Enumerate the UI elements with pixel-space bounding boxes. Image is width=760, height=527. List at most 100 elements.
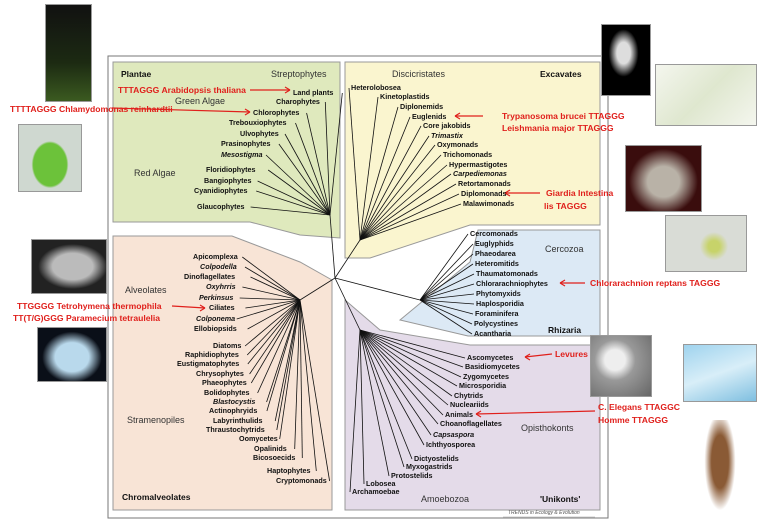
taxon-label: Diatoms: [213, 341, 242, 350]
group-label-cercozoa: Cercozoa: [545, 244, 584, 254]
plantae-stem-branch: [329, 214, 336, 279]
taxon-label: Oxymonads: [437, 140, 479, 149]
taxon-label: Microsporidia: [459, 381, 507, 390]
arrow-head: [284, 86, 291, 91]
taxon-branch: [250, 206, 331, 216]
taxon-branch: [359, 329, 439, 425]
taxon-branch: [359, 329, 444, 416]
taxon-branch: [359, 116, 411, 241]
taxon-branch: [359, 144, 436, 241]
taxon-branch: [359, 329, 462, 378]
taxon-label: Dictyostelids: [414, 454, 459, 463]
chromalveolates-stem-branch: [299, 277, 336, 301]
taxon-label: Choanoflagellates: [440, 419, 502, 428]
taxon-label: Nucleariids: [450, 400, 489, 409]
c-elegans-photo: [683, 344, 757, 402]
taxon-branch: [419, 253, 474, 301]
annotation-arrows: [111, 86, 596, 418]
annotation-arrow: [111, 107, 251, 113]
taxon-branch: [278, 143, 331, 216]
taxon-branch: [359, 173, 452, 241]
group-label-discicristates: Discicristates: [392, 69, 446, 79]
group-label-green_algae: Green Algae: [175, 96, 226, 106]
taxon-label: Chytrids: [454, 391, 484, 400]
taxon-label: Core jakobids: [423, 121, 471, 130]
taxon-branch: [306, 112, 331, 216]
taxon-branch: [359, 125, 422, 241]
annotation-homme: Homme TTAGGG: [598, 415, 669, 425]
taxon-branch: [239, 297, 301, 301]
taxon-branch: [244, 299, 301, 347]
taxon-label: Haptophytes: [267, 466, 311, 475]
arrow-head: [475, 410, 482, 415]
taxon-label: Ellobiopsids: [194, 324, 237, 333]
taxon-branch: [265, 154, 331, 216]
taxon-branch: [246, 299, 301, 356]
taxon-label: Cryptomonads: [276, 476, 327, 485]
taxon-label: Bangiophytes: [204, 176, 252, 185]
taxon-branch: [359, 135, 430, 241]
taxon-branch: [359, 329, 453, 397]
group-label-stramenopiles: Stramenopiles: [127, 415, 185, 425]
taxon-branch: [359, 329, 449, 406]
taxon-branch: [349, 329, 361, 493]
taxon-label: Diplonemids: [400, 102, 444, 111]
taxon-branch: [419, 299, 475, 305]
taxon-branch: [419, 299, 473, 325]
chlamydomonas-photo: [18, 124, 82, 192]
taxon-label: Phaeophytes: [202, 378, 247, 387]
taxon-label: Heterolobosea: [351, 83, 401, 92]
taxon-branch: [359, 203, 462, 241]
taxon-branch: [419, 273, 475, 301]
annotation-chlorarachnion: Chlorarachnion reptans TAGGG: [590, 278, 721, 288]
taxon-label: Chlorarachniophytes: [476, 279, 548, 288]
taxon-branch: [299, 299, 303, 459]
rhizaria-panel: [398, 229, 601, 337]
taxon-branch: [295, 122, 331, 216]
taxon-label: Blastocystis: [213, 397, 256, 406]
taxon-label: Dinoflagellates: [184, 272, 236, 281]
supergroup-label-chromalveolates: Chromalveolates: [122, 492, 191, 502]
taxon-label: Heteromitids: [475, 259, 519, 268]
taxon-label: Capsaspora: [433, 430, 475, 439]
taxon-branch: [250, 276, 301, 301]
arrow-head: [454, 115, 461, 120]
taxon-label: Carpediemonas: [453, 169, 507, 178]
taxon-branch: [299, 299, 317, 472]
taxon-label: Labyrinthulids: [213, 416, 263, 425]
taxon-branch: [324, 101, 331, 216]
taxon-branch: [247, 299, 301, 330]
arrow-head: [199, 307, 206, 312]
taxon-label: Bicosoecids: [253, 453, 296, 462]
taxon-label: Foraminifera: [475, 309, 519, 318]
taxon-branch: [419, 243, 474, 301]
taxon-label: Prasinophytes: [221, 139, 271, 148]
taxon-label: Thraustochytrids: [206, 425, 265, 434]
annotation-giardia-1: Giardia Intestina: [546, 188, 614, 198]
taxon-branch: [276, 299, 301, 431]
supergroup-label-excavates: Excavates: [540, 69, 582, 79]
taxon-branch: [242, 256, 301, 301]
taxon-branch: [359, 329, 425, 446]
arrow-head: [524, 353, 531, 358]
annotation-arrow: [524, 353, 553, 358]
group-label-red_algae: Red Algae: [134, 168, 176, 178]
taxon-branch: [359, 329, 458, 387]
taxon-label: Myxogastrids: [406, 462, 453, 471]
taxon-label: Ichthyosporea: [426, 440, 476, 449]
arrow-head: [504, 192, 511, 197]
taxon-branch: [419, 283, 475, 301]
taxon-branch: [284, 133, 331, 216]
taxon-label: Land plants: [293, 88, 334, 97]
supergroup-label-unikonts: 'Unikonts': [540, 494, 581, 504]
paramecium-photo: [37, 327, 107, 382]
group-label-amoebozoa: Amoebozoa: [421, 494, 470, 504]
taxon-branch: [299, 299, 330, 482]
arrow-head: [559, 282, 566, 287]
taxon-branch: [359, 164, 448, 241]
taxon-branch: [359, 329, 466, 359]
taxon-label: Opalinids: [254, 444, 287, 453]
taxon-label: Colpodella: [200, 262, 237, 271]
arrow-head: [199, 304, 206, 309]
